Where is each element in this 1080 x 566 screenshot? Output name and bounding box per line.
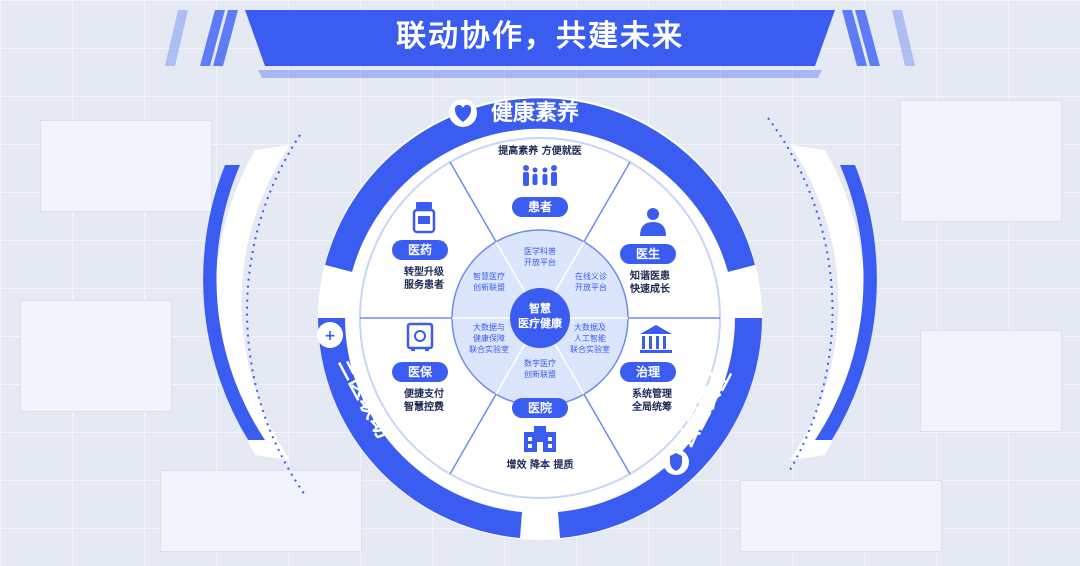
doctor-title: 医生 <box>636 246 660 261</box>
platform-bottom-line2: 创新联盟 <box>524 369 556 379</box>
bg-block <box>920 330 1062 432</box>
bg-block <box>740 480 942 552</box>
family-icon <box>523 165 557 186</box>
segment-doctor: 医生 知谐医患 快速成长 <box>620 208 676 295</box>
insurance-title: 医保 <box>408 364 433 379</box>
medicine-icon <box>412 202 436 234</box>
platform-top-right-line1: 在线义诊 <box>575 271 607 281</box>
government-building-icon <box>640 325 672 353</box>
hospital-icon <box>524 426 556 452</box>
platform-top-line2: 开放平台 <box>524 257 556 267</box>
core-line2: 医疗健康 <box>518 316 563 330</box>
platform-bottom-left-line3: 联合实验室 <box>469 344 509 354</box>
govern-title: 治理 <box>636 364 660 379</box>
ring-label-top-text: 健康素养 <box>491 100 579 126</box>
segment-medicine: 医药 转型升级 服务患者 <box>392 202 448 291</box>
doctor-desc2: 快速成长 <box>629 282 671 295</box>
right-outer-blue-arc <box>815 165 877 440</box>
medicine-desc1: 转型升级 <box>404 265 445 278</box>
platform-top-left-line1: 智慧医疗 <box>473 271 505 281</box>
banner-title: 联动协作，共建未来 <box>396 19 684 54</box>
patient-desc: 提高素养 方便就医 <box>498 144 581 157</box>
doctor-icon <box>640 208 666 236</box>
govern-desc1: 系统管理 <box>632 387 672 400</box>
insurance-desc1: 便捷支付 <box>404 387 444 400</box>
platform-bottom-left-line1: 大数据与 <box>473 322 505 332</box>
platform-bottom-right-line3: 联合实验室 <box>570 344 610 354</box>
insurance-desc2: 智慧控费 <box>404 400 444 413</box>
ring-top-segment <box>325 98 755 273</box>
platform-top-left-line2: 创新联盟 <box>473 282 505 292</box>
platform-bottom-line1: 数字医疗 <box>524 358 556 368</box>
platform-top-line1: 医学科普 <box>524 246 556 256</box>
hospital-desc: 增效 降本 提质 <box>507 458 574 471</box>
title-banner: 联动协作，共建未来 <box>0 0 1080 90</box>
bg-block <box>900 100 1062 222</box>
core-line1: 智慧 <box>529 301 551 315</box>
bg-block <box>20 300 172 412</box>
segment-govern: 治理 系统管理 全局统筹 <box>620 325 676 413</box>
platform-bottom-left-line2: 健康保障 <box>473 333 505 343</box>
ring-right-segment <box>558 318 762 538</box>
segment-patient: 提高素养 方便就医 患者 <box>498 144 582 217</box>
patient-title: 患者 <box>528 199 552 214</box>
ring-label-top: 健康素养 <box>449 99 579 127</box>
doctor-desc1: 知谐医患 <box>629 269 670 282</box>
hospital-title: 医院 <box>528 400 552 415</box>
platform-bottom-right-line2: 人工智能 <box>574 333 606 343</box>
bg-block <box>40 120 212 212</box>
bg-block <box>160 470 362 552</box>
safe-box-icon <box>406 322 434 351</box>
platform-bottom-right-line1: 大数据及 <box>574 322 606 332</box>
heart-icon <box>454 104 472 122</box>
left-outer-blue-arc <box>203 165 265 440</box>
core-circle <box>510 288 570 348</box>
plus-badge-icon: + <box>324 328 336 344</box>
platform-top-right-line2: 开放平台 <box>575 282 607 292</box>
segment-insurance: 医保 便捷支付 智慧控费 <box>392 322 448 413</box>
medicine-desc2: 服务患者 <box>404 278 444 291</box>
govern-desc2: 全局统筹 <box>631 400 672 413</box>
medicine-title: 医药 <box>408 242 432 257</box>
shield-icon <box>670 453 682 471</box>
segment-hospital: 医院 增效 降本 提质 <box>507 398 574 471</box>
